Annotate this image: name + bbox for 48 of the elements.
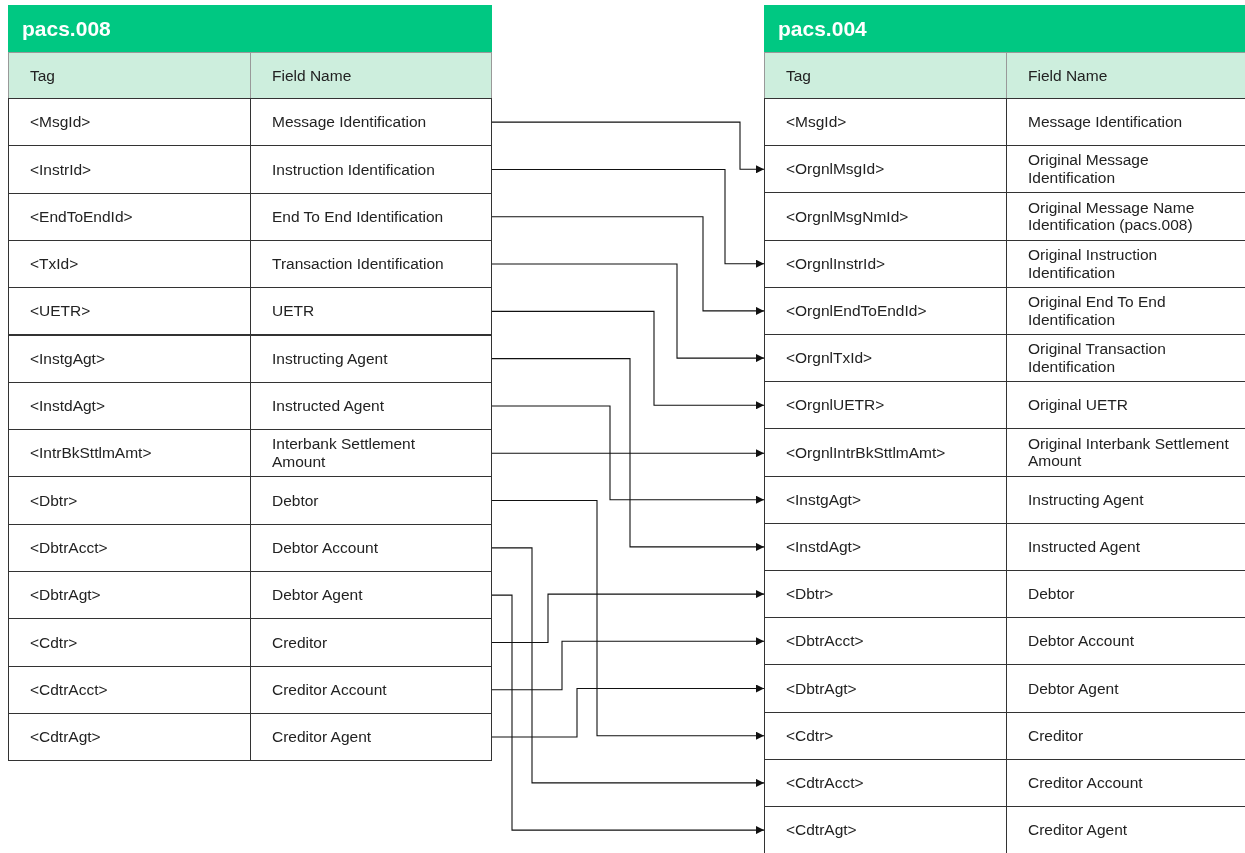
field-name-cell: UETR bbox=[250, 287, 492, 336]
table-title: pacs.008 bbox=[8, 5, 492, 52]
column-header: Field Name bbox=[1006, 52, 1245, 99]
tag-cell: <InstgAgt> bbox=[8, 334, 251, 383]
table-row bbox=[8, 145, 492, 194]
table-row bbox=[8, 523, 492, 572]
arrow bbox=[491, 594, 765, 835]
arrow bbox=[491, 590, 765, 643]
tag-cell: <MsgId> bbox=[764, 98, 1007, 147]
data-table bbox=[8, 5, 492, 762]
table-row bbox=[8, 712, 492, 762]
tag-cell: <CdtrAgt> bbox=[8, 712, 251, 762]
arrow bbox=[491, 500, 765, 740]
table-title: pacs.004 bbox=[764, 5, 1245, 52]
table-row bbox=[8, 98, 492, 147]
table-row bbox=[8, 334, 492, 383]
arrow bbox=[491, 547, 765, 787]
header-row bbox=[8, 52, 492, 99]
field-name-cell: Instructing Agent bbox=[250, 334, 492, 383]
field-name-cell: Message Identification bbox=[250, 98, 492, 147]
table-row bbox=[8, 192, 492, 241]
data-table bbox=[764, 5, 1245, 853]
header-row bbox=[764, 52, 1245, 99]
table-row bbox=[8, 381, 492, 431]
table-row bbox=[8, 287, 492, 336]
arrow bbox=[491, 121, 765, 174]
table-row bbox=[8, 618, 492, 667]
table-row bbox=[8, 476, 492, 525]
column-header: Tag bbox=[764, 52, 1007, 99]
arrow bbox=[491, 263, 765, 363]
table-row bbox=[8, 239, 492, 289]
arrow bbox=[491, 684, 765, 738]
table-row bbox=[764, 98, 1245, 147]
tag-cell: <UETR> bbox=[8, 287, 251, 336]
arrow bbox=[491, 216, 765, 315]
arrow bbox=[491, 449, 765, 458]
arrow bbox=[491, 358, 765, 551]
arrow bbox=[491, 310, 765, 410]
table-row bbox=[8, 665, 492, 714]
field-name-cell: Creditor Agent bbox=[250, 712, 492, 762]
column-header: Field Name bbox=[250, 52, 492, 99]
table-row bbox=[8, 429, 492, 478]
tag-cell: <MsgId> bbox=[8, 98, 251, 147]
arrow bbox=[491, 168, 765, 268]
column-header: Tag bbox=[8, 52, 251, 99]
arrow bbox=[491, 405, 765, 504]
table-row bbox=[8, 571, 492, 620]
arrow bbox=[491, 637, 765, 691]
